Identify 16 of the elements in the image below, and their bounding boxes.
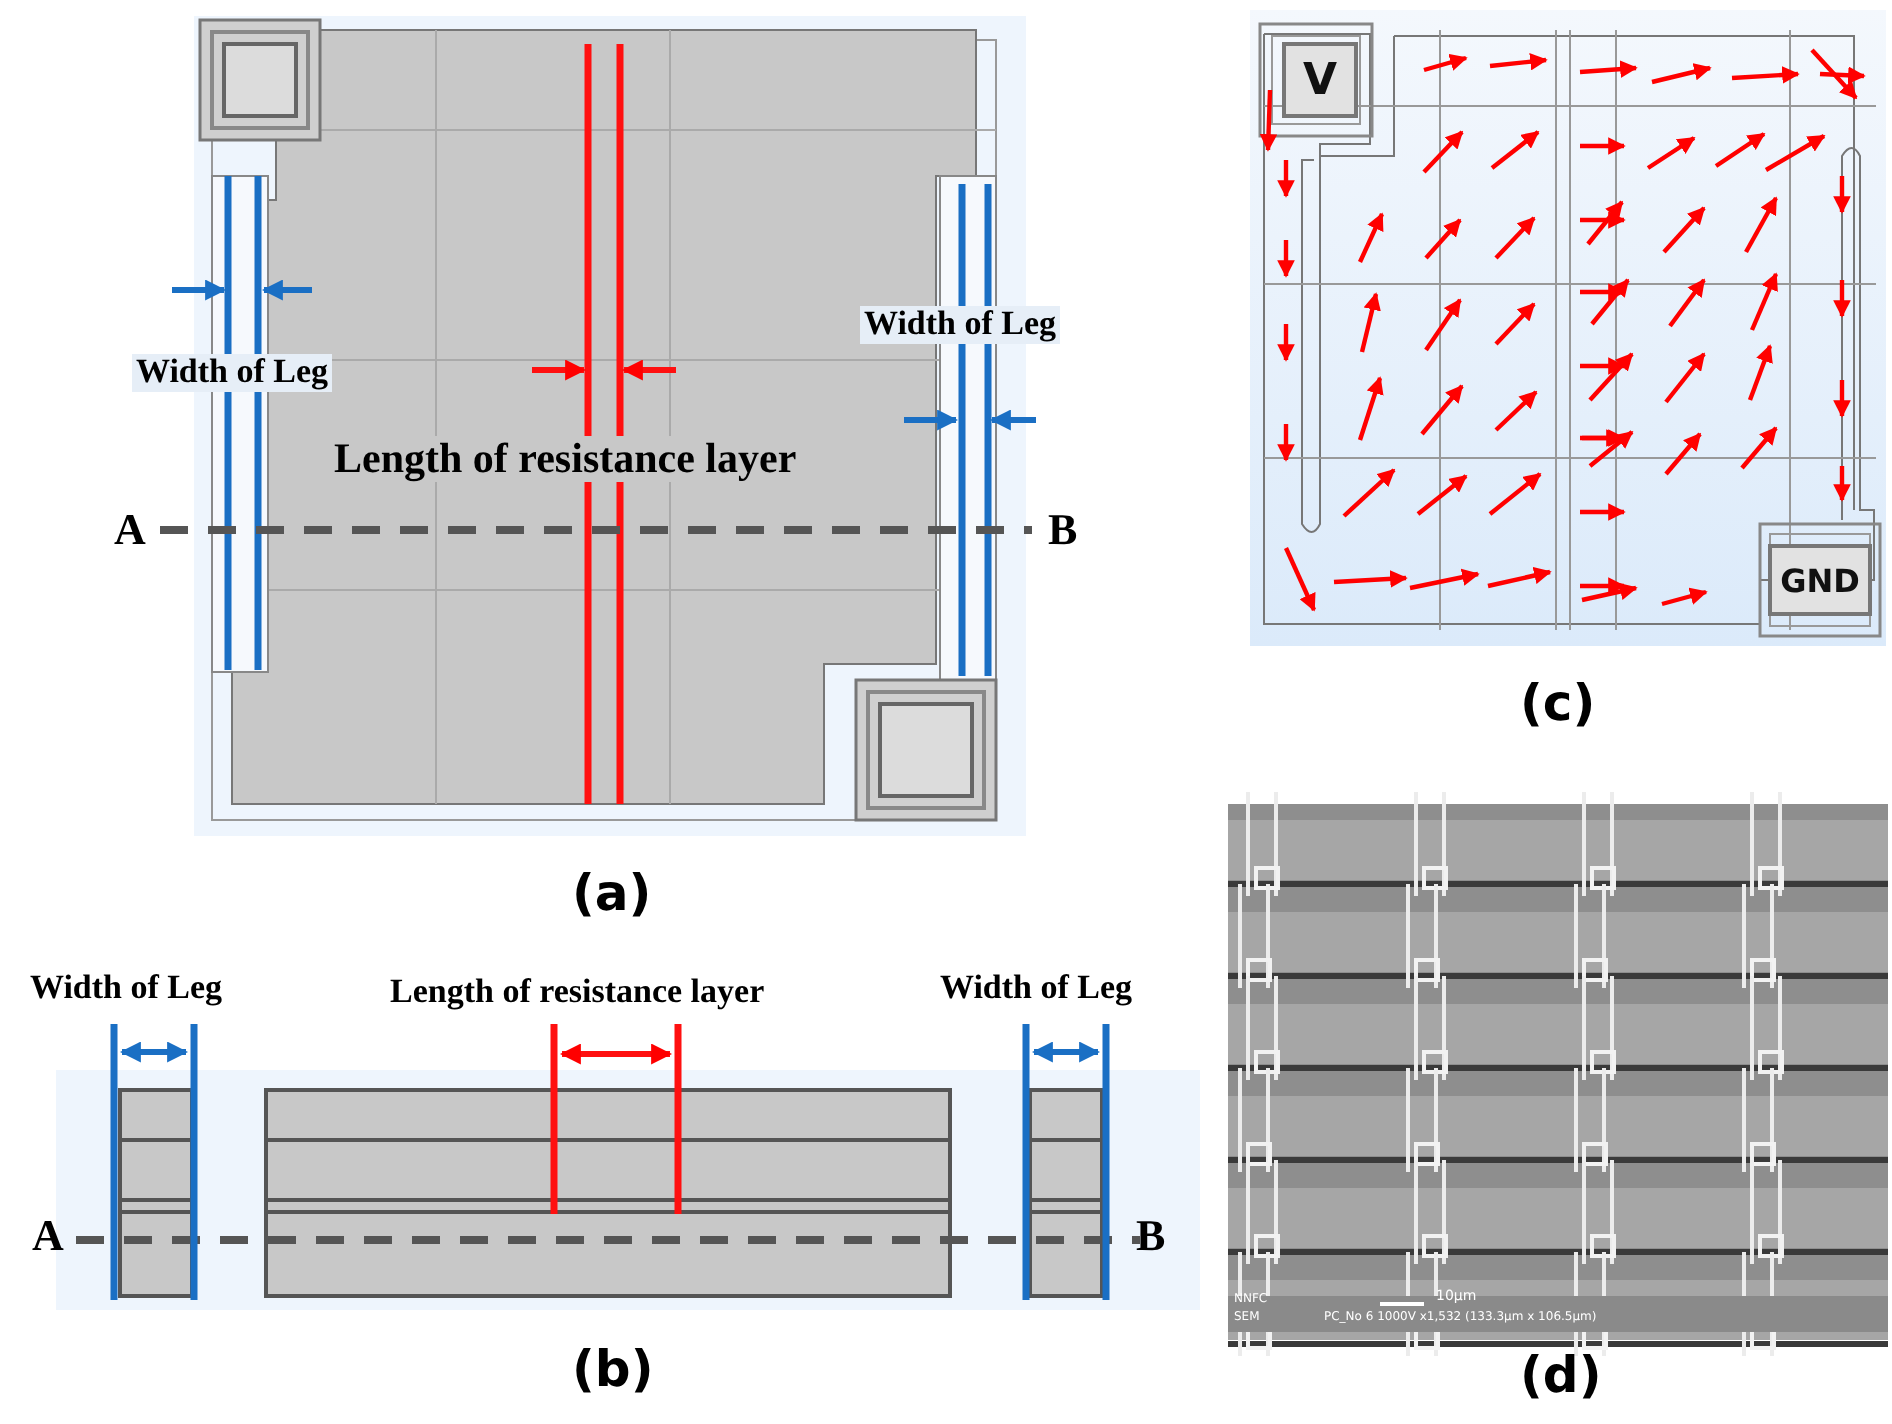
section-end-label: A <box>32 1212 64 1261</box>
dimension-label: Width of Leg <box>30 970 223 1008</box>
panel-label: (c) <box>1520 676 1596 731</box>
section-end-label: A <box>114 506 146 555</box>
panel-label: (a) <box>572 866 652 921</box>
section-end-label: B <box>1136 1212 1166 1261</box>
section-end-label: B <box>1048 506 1078 555</box>
panel-label: (b) <box>572 1342 654 1397</box>
dimension-label: Width of Leg <box>860 306 1061 344</box>
dimension-label: Length of resistance layer <box>390 974 765 1012</box>
panel-label: (d) <box>1520 1348 1602 1403</box>
contact-pad: V <box>1282 42 1358 118</box>
dimension-label: Width of Leg <box>940 970 1133 1008</box>
dimension-label: Width of Leg <box>132 354 333 392</box>
contact-pad: GND <box>1768 544 1872 616</box>
dimension-label: Length of resistance layer <box>330 436 801 483</box>
